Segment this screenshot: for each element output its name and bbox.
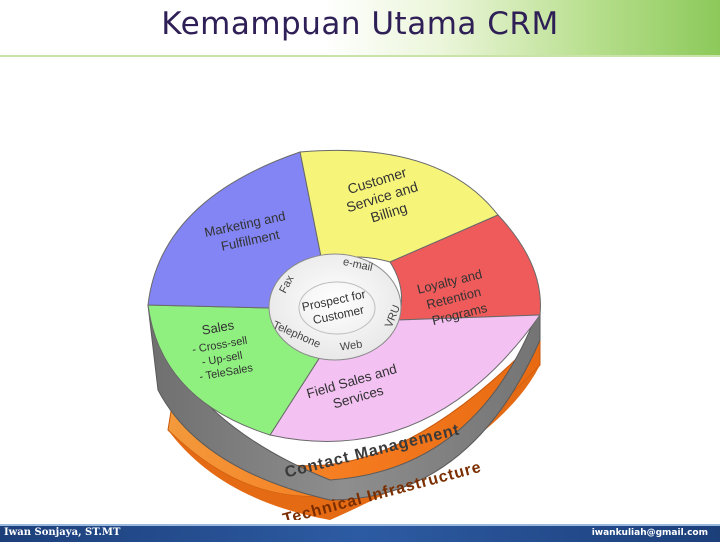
crm-diagram: Customer Service and Billing Loyalty and… (147, 149, 541, 520)
footer-bar: Iwan Sonjaya, ST.MT iwankuliah@gmail.com (0, 524, 720, 542)
footer-author: Iwan Sonjaya, ST.MT (4, 527, 121, 538)
sales-heading: Sales (201, 317, 236, 338)
header-divider (0, 55, 720, 57)
channel-ring (268, 253, 402, 361)
footer-email: iwankuliah@gmail.com (591, 528, 708, 538)
center-hub (298, 281, 376, 335)
channel-web: Web (339, 338, 363, 353)
slide-title: Kemampuan Utama CRM (161, 6, 559, 42)
header-band (0, 0, 720, 56)
